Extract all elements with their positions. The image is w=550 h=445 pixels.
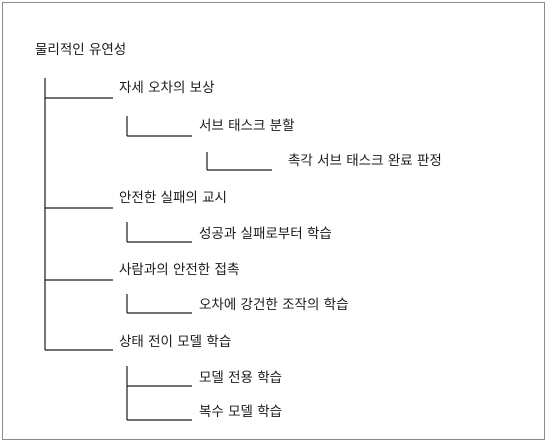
branch-4-label: 상태 전이 모델 학습 — [119, 334, 232, 350]
branch-4-child-1-label: 모델 전용 학습 — [199, 370, 283, 386]
branch-2-child-1-label: 성공과 실패로부터 학습 — [199, 226, 332, 242]
branch-3-label: 사람과의 안전한 접촉 — [119, 262, 240, 278]
branch-3-child-1-label: 오차에 강건한 조작의 학습 — [199, 297, 349, 313]
branch-2-label: 안전한 실패의 교시 — [119, 190, 227, 206]
branch-1-child-1-label: 서브 태스크 분할 — [199, 118, 295, 134]
branch-1-grandchild-1-label: 촉각 서브 태스크 완료 판정 — [288, 153, 442, 169]
root-node-label: 물리적인 유연성 — [35, 42, 127, 58]
branch-1-label: 자세 오차의 보상 — [119, 80, 215, 96]
branch-4-child-2-label: 복수 모델 학습 — [199, 404, 283, 420]
diagram-frame — [2, 2, 545, 440]
